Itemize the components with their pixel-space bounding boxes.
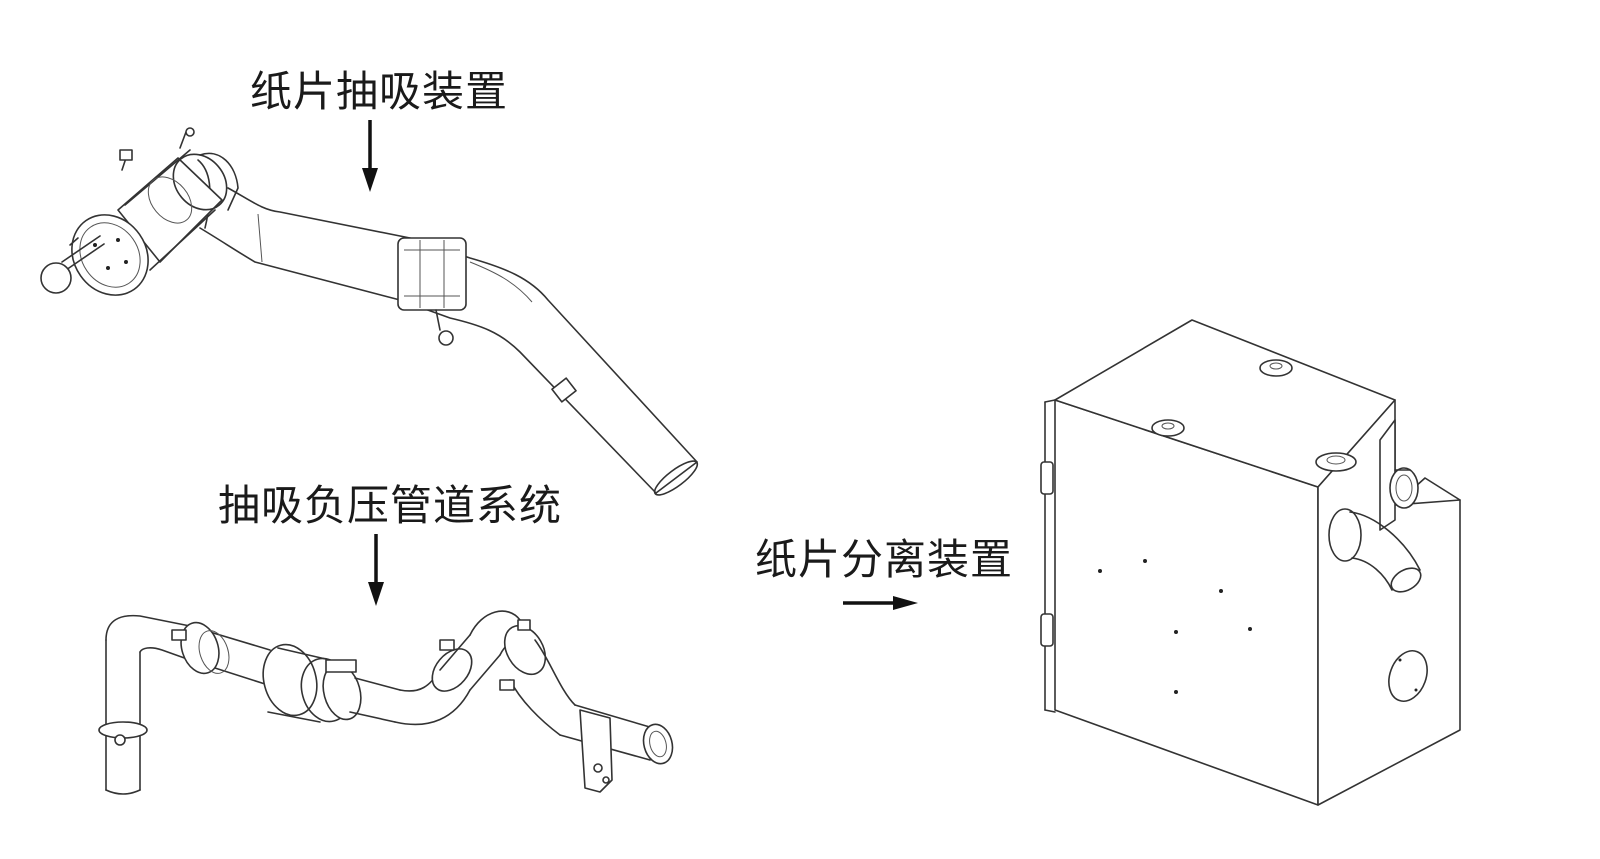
arrow-to-pipe-system [368,534,384,606]
arrow-to-suction-device [362,120,378,192]
label-suction-device: 纸片抽吸装置 [250,67,509,116]
pipe-system-drawing [98,610,674,795]
suction-device-drawing [40,127,699,496]
separator-device-drawing [1040,319,1461,806]
label-separator-device: 纸片分离装置 [755,535,1014,584]
arrow-to-separator-device [843,596,918,610]
label-pipe-system: 抽吸负压管道系统 [218,481,563,530]
